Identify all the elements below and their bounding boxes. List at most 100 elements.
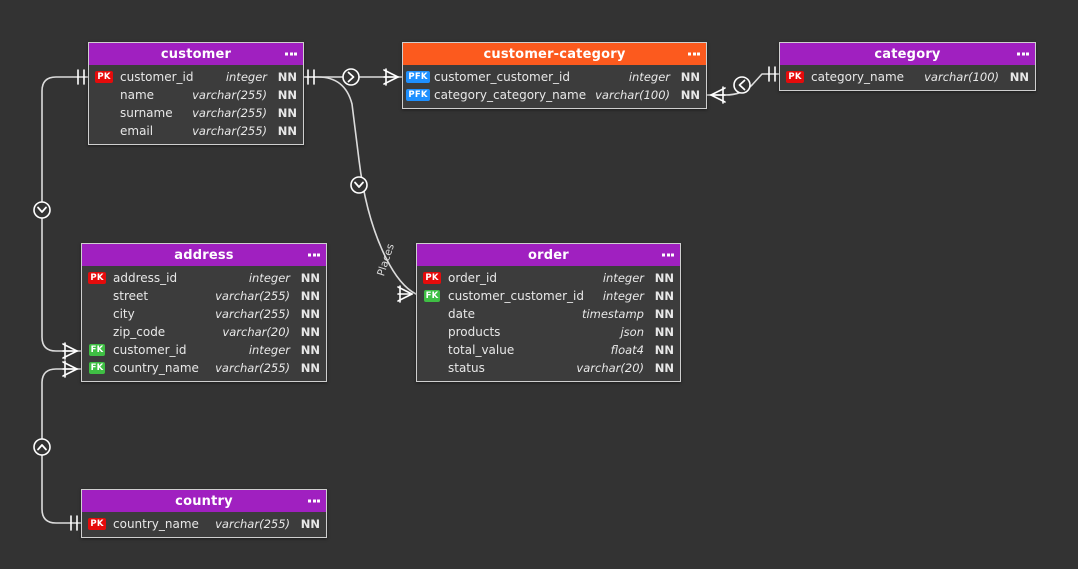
column-name: country_name [113,361,199,375]
key-badge-fk-icon: FK [86,361,108,375]
column-datatype: varchar(255) [215,361,290,375]
ellipsis-icon[interactable] [285,52,297,56]
badge-label: FK [88,343,106,357]
column-nullability: NN [680,70,700,84]
link-customercategory-category [706,73,780,96]
column-datatype: varchar(100) [924,70,999,84]
chevron-up-circle-icon-country [33,438,51,456]
column-datatype: varchar(255) [192,88,267,102]
column-name: street [113,289,149,303]
column-name: customer_id [120,70,194,84]
column-datatype: varchar(255) [192,106,267,120]
link-country-address [41,368,82,524]
column-row[interactable]: surname varchar(255) NN [89,104,303,122]
column-datatype: integer [602,289,644,303]
column-datatype: varchar(20) [576,361,644,375]
column-row[interactable]: city varchar(255) NN [82,305,326,323]
column-name: city [113,307,135,321]
column-nullability: NN [654,343,674,357]
column-datatype: integer [225,70,267,84]
key-badge-pfk-icon: PFK [406,70,430,84]
column-name: order_id [448,271,497,285]
entity-title: order [528,247,569,263]
column-name: products [448,325,501,339]
column-nullability: NN [277,70,297,84]
entity-title: country [175,493,233,509]
column-name: zip_code [113,325,166,339]
cardinality-many-customercategory-left [383,68,399,86]
badge-label: PK [88,271,106,285]
entity-title: category [874,46,941,62]
ellipsis-icon[interactable] [308,499,320,503]
entity-header-order[interactable]: order [417,244,680,266]
column-nullability: NN [654,307,674,321]
ellipsis-icon[interactable] [1017,52,1029,56]
column-datatype: timestamp [581,307,644,321]
entity-header-address[interactable]: address [82,244,326,266]
badge-label: PK [88,517,106,531]
badge-label: PFK [406,70,430,84]
column-nullability: NN [300,307,320,321]
column-name: customer_customer_id [448,289,584,303]
column-nullability: NN [654,325,674,339]
ellipsis-icon[interactable] [688,52,700,56]
badge-label: PFK [406,88,430,102]
badge-label: PK [423,271,441,285]
column-nullability: NN [277,124,297,138]
cardinality-one-category-left [768,66,776,82]
entity-title: customer [160,46,232,62]
chevron-down-circle-icon-places [350,176,368,194]
column-datatype: varchar(20) [222,325,290,339]
badge-label: FK [88,361,106,375]
key-badge-pk-icon: PK [421,271,443,285]
key-badge-pk-icon: PK [86,517,108,531]
ellipsis-icon[interactable] [662,253,674,257]
entity-header-customer[interactable]: customer [89,43,303,65]
key-badge-pk-icon: PK [86,271,108,285]
entity-header-category[interactable]: category [780,43,1035,65]
column-datatype: float4 [610,343,644,357]
cardinality-many-order-left [397,285,413,303]
column-row[interactable]: street varchar(255) NN [82,287,326,305]
key-badge-fk-icon: FK [86,343,108,357]
ellipsis-icon[interactable] [308,253,320,257]
column-nullability: NN [1009,70,1029,84]
entity-title: customer-category [483,46,626,62]
column-datatype: varchar(255) [215,289,290,303]
column-name: surname [120,106,173,120]
column-nullability: NN [277,106,297,120]
column-datatype: integer [602,271,644,285]
entity-header-customer-category[interactable]: customer-category [403,43,706,65]
entity-header-country[interactable]: country [82,490,326,512]
column-nullability: NN [300,289,320,303]
badge-label: FK [423,289,441,303]
column-datatype: varchar(255) [215,307,290,321]
